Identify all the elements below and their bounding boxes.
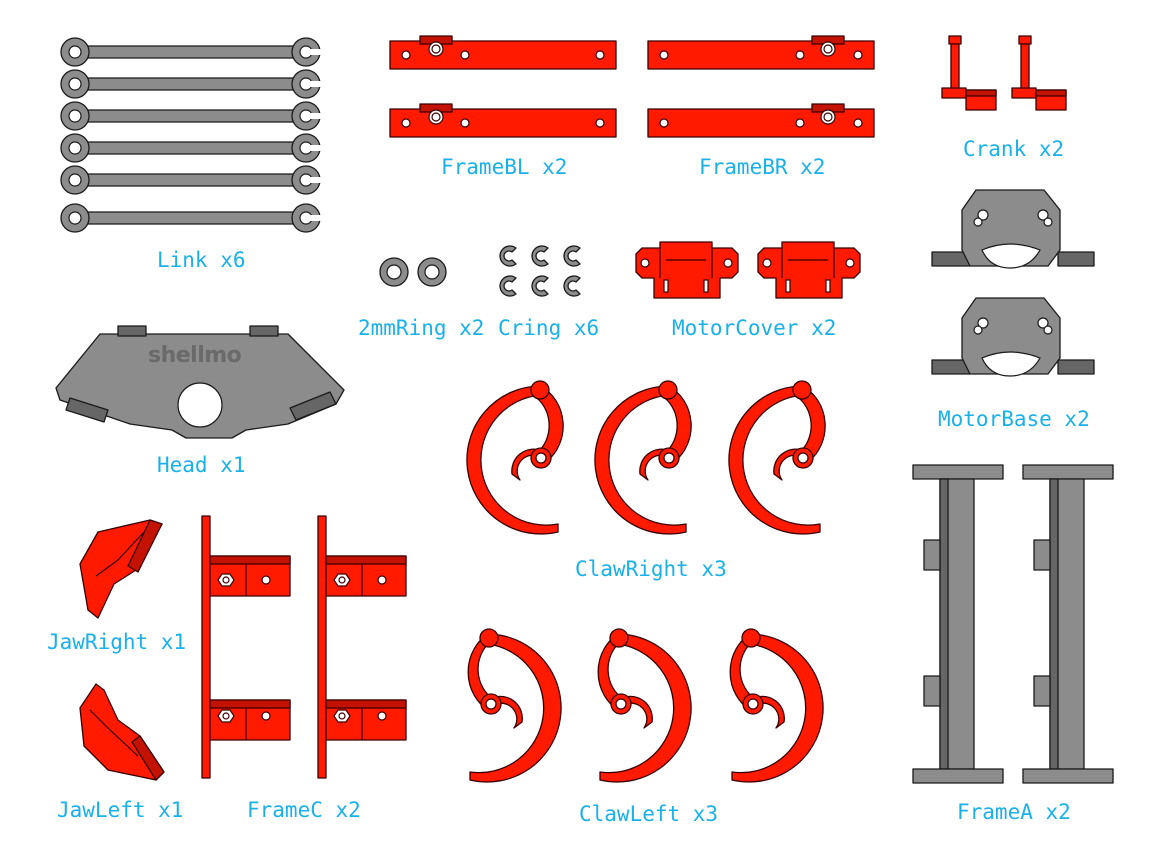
crank-parts: [941, 35, 1067, 111]
frame-bl-label: FrameBL x2: [441, 155, 568, 179]
claw-left-part: [467, 628, 562, 783]
frame-br-part: [647, 35, 875, 70]
claw-left-label: ClawLeft x3: [579, 802, 719, 826]
cring-part: [563, 275, 581, 297]
head-label: Head x1: [157, 453, 246, 477]
motor-cover-parts: [635, 241, 861, 299]
crank-part: [941, 35, 997, 111]
frame-c-parts: [201, 515, 407, 779]
claw-right-part: [466, 380, 564, 535]
claw-left-part: [597, 628, 692, 783]
motor-base-parts: [931, 189, 1095, 377]
frame-a-part: [1022, 464, 1114, 784]
ring-parts: [379, 257, 447, 287]
cring-part: [563, 245, 581, 267]
jaw-left-part: [79, 683, 165, 781]
link-part: [60, 165, 325, 195]
frame-a-parts: [912, 464, 1114, 784]
claw-right-parts: [466, 380, 826, 535]
cring-parts: [499, 245, 581, 297]
motor-cover-label: MotorCover x2: [672, 316, 837, 340]
frame-c-part: [201, 515, 291, 779]
link-part: [60, 133, 325, 163]
claw-right-part: [594, 380, 692, 535]
cring-part: [531, 245, 549, 267]
head-part: [55, 325, 345, 439]
frame-c-label: FrameC x2: [247, 798, 361, 822]
frame-bl-part: [389, 103, 617, 138]
cring-part: [531, 275, 549, 297]
claw-left-parts: [467, 628, 824, 783]
link-part: [60, 101, 325, 131]
crank-label: Crank x2: [963, 137, 1065, 161]
motor-cover-part: [635, 241, 739, 299]
motor-base-part: [931, 297, 1095, 377]
jaw-left-label: JawLeft x1: [57, 798, 184, 822]
link-part: [60, 69, 325, 99]
frame-c-part: [317, 515, 407, 779]
motor-base-label: MotorBase x2: [938, 407, 1090, 431]
claw-left-part: [729, 628, 824, 783]
frame-br-part: [647, 103, 875, 138]
claw-right-part: [728, 380, 826, 535]
motor-cover-part: [757, 241, 861, 299]
frame-a-part: [912, 464, 1004, 784]
frame-bl-parts: [389, 35, 617, 138]
head-logo-text: shellmo: [148, 343, 242, 368]
claw-right-label: ClawRight x3: [575, 557, 727, 581]
jaw-right-part: [79, 519, 163, 619]
frame-br-label: FrameBR x2: [699, 155, 826, 179]
link-part: [60, 37, 324, 67]
motor-base-part: [931, 189, 1095, 269]
frame-br-parts: [647, 35, 875, 138]
cring-part: [499, 275, 517, 297]
frame-bl-part: [389, 35, 617, 70]
ring-label: 2mmRing x2: [358, 316, 485, 340]
frame-a-label: FrameA x2: [957, 800, 1071, 824]
cring-label: Cring x6: [498, 316, 600, 340]
link-label: Link x6: [157, 248, 246, 272]
jaw-right-label: JawRight x1: [47, 630, 187, 654]
crank-part: [1011, 35, 1067, 111]
link-part: [60, 203, 325, 233]
cring-part: [499, 245, 517, 267]
link-parts: [60, 37, 325, 233]
